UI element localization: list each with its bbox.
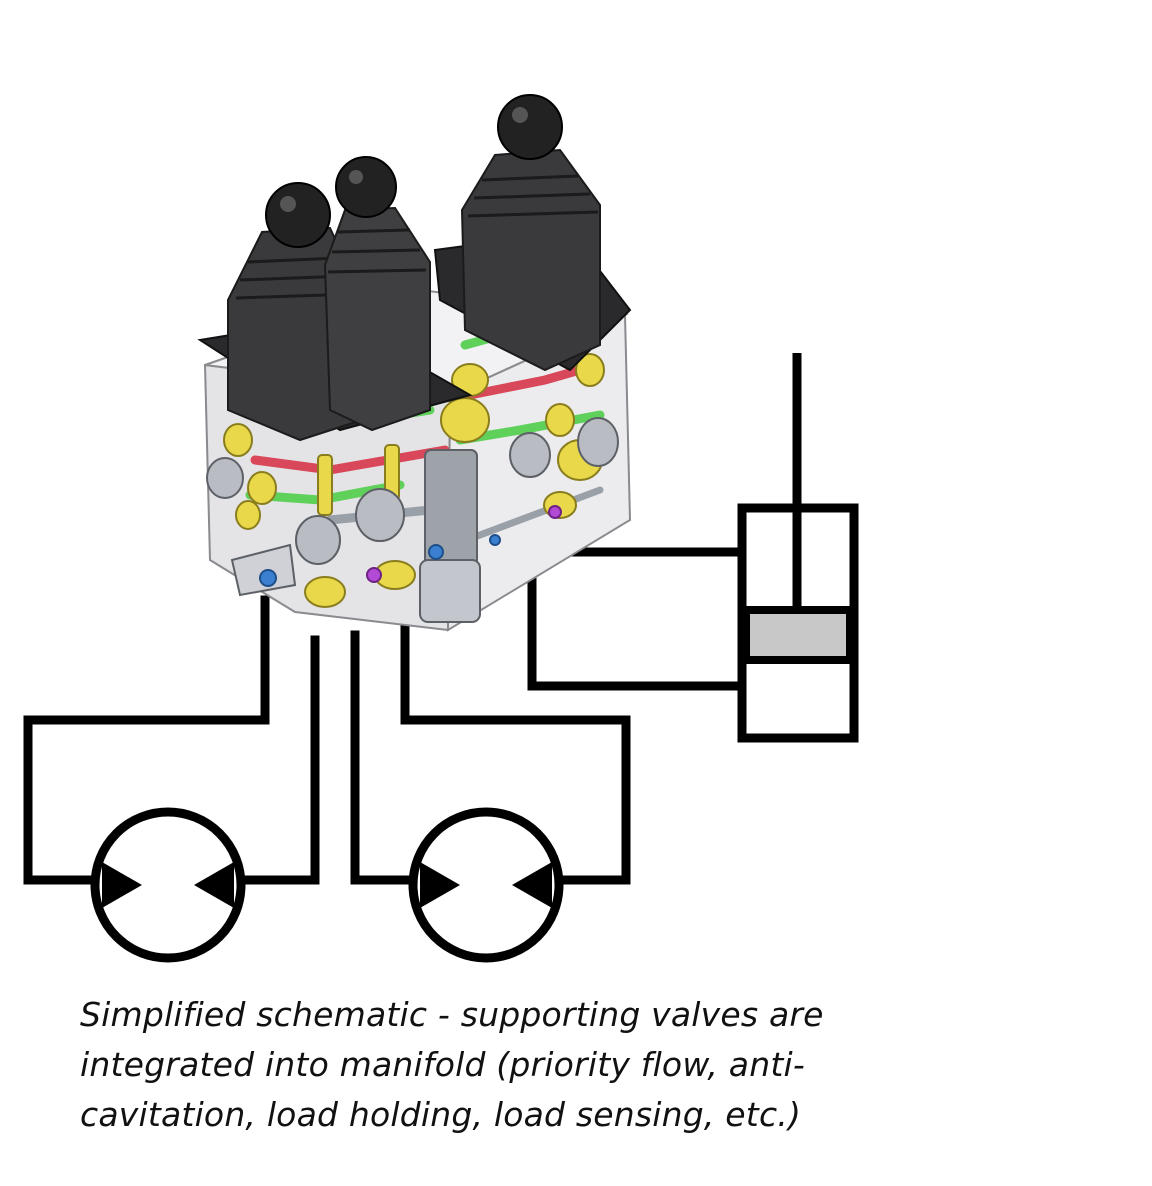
motor-right-inlet-triangle-icon [420,862,460,908]
hydraulic-motor-left [90,807,246,963]
joystick-right-boot [460,148,601,372]
manifold-assembly [197,94,632,632]
manifold-port-plugs [233,391,562,587]
caption-line-2: integrated into manifold (priority flow,… [80,1045,805,1084]
line-left-motor-b [240,635,320,885]
manifold-valves [206,417,619,623]
hydraulic-cylinder [737,353,859,743]
joystick-middle-knob [335,156,397,218]
line-left-motor-a [23,595,270,885]
joystick-right [460,94,601,372]
manifold-fittings [223,353,605,608]
joystick-left-knob [265,182,331,248]
manifold-side-port [230,543,297,597]
caption-line-1: Simplified schematic - supporting valves… [80,995,824,1034]
line-right-motor-b [400,595,631,885]
cylinder-piston [742,606,854,664]
joystick-middle-boot [323,206,431,432]
line-cylinder-cap-side [527,540,747,691]
joystick-middle [323,156,431,432]
joystick-right-knob [497,94,563,160]
line-right-motor-a [350,630,410,885]
motor-left-outlet-triangle-icon [194,862,234,908]
diagram-caption: Simplified schematic - supporting valves… [80,990,900,1140]
caption-line-3: cavitation, load holding, load sensing, … [80,1095,802,1134]
motor-right-outlet-triangle-icon [512,862,552,908]
hydraulic-motor-right [408,807,564,963]
motor-left-inlet-triangle-icon [102,862,142,908]
